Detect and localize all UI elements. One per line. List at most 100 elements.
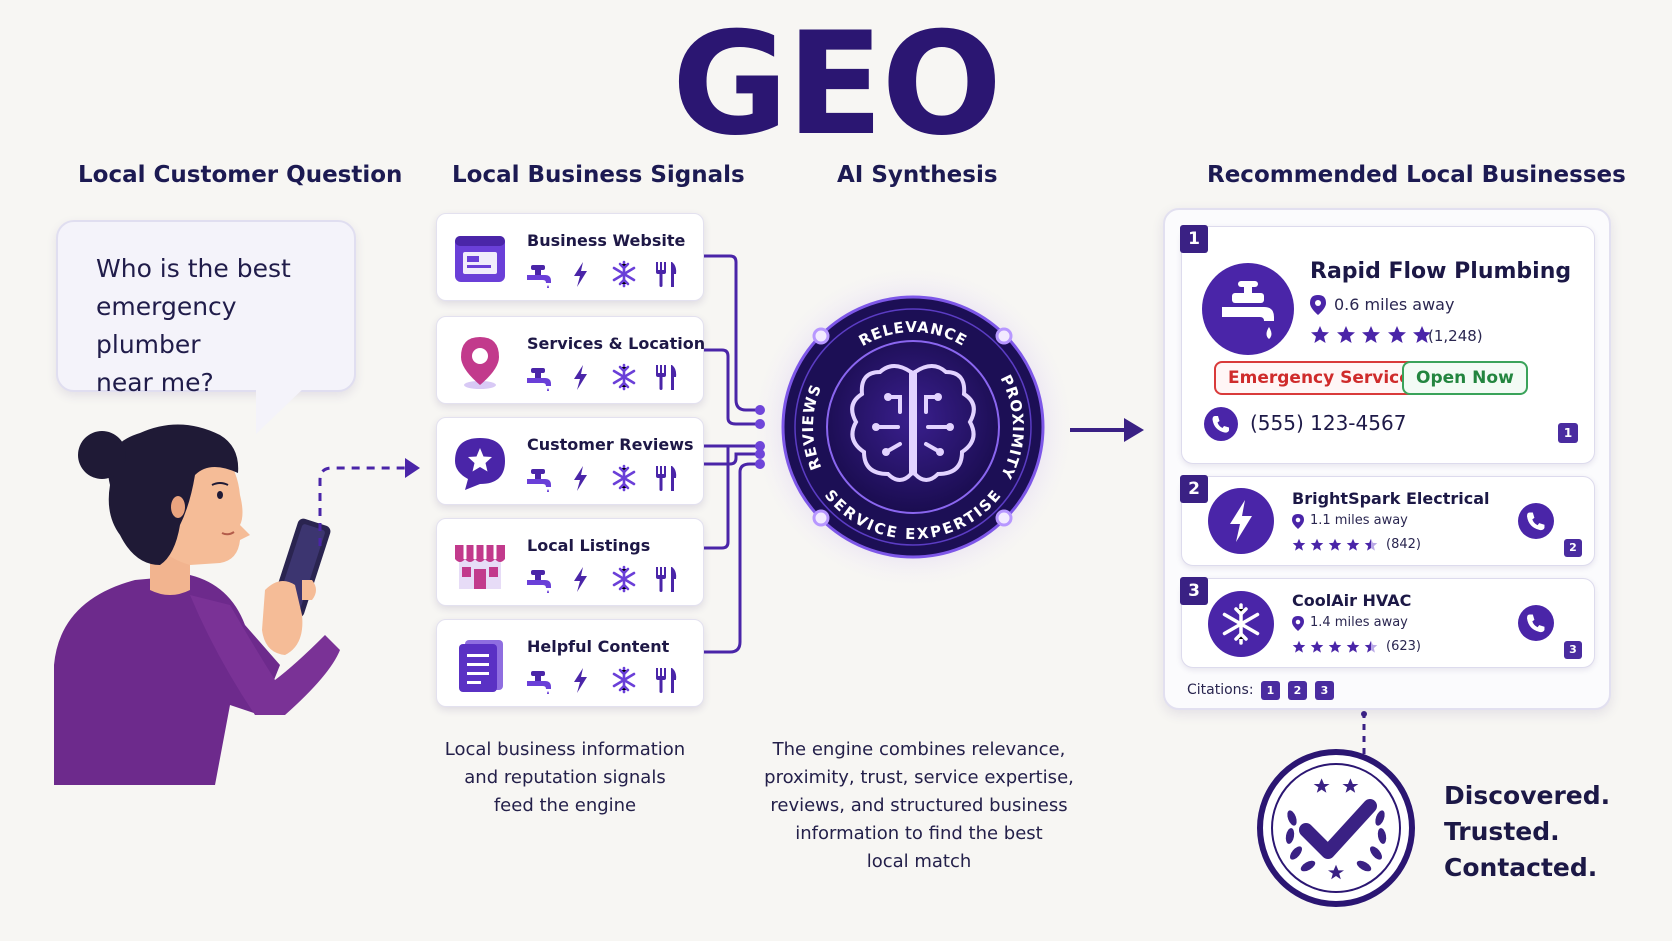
star-icon [1292,538,1306,551]
signals-caption-line-3: feed the engine [493,795,637,816]
synthesis-heading: AI Synthesis [837,162,998,188]
lightning-icon [1208,488,1274,554]
verified-check-badge-icon [1257,749,1415,907]
question-line-3: near me? [96,368,214,397]
question-to-signals-arrow [318,458,420,546]
faucet-icon [527,570,551,593]
citation-link-3[interactable]: 3 [1315,681,1334,700]
question-line-1: Who is the best [96,254,291,283]
signal-mini-icons [527,464,687,492]
phone-icon[interactable] [1204,407,1238,441]
faucet-icon [527,368,551,391]
signal-mini-icons [527,363,687,391]
fork-knife-icon [656,365,677,390]
signal-mini-icons [527,260,687,288]
signal-card-local-listings[interactable]: Local Listings [436,518,704,606]
document-icon [459,640,503,692]
location-pin-icon [1292,616,1304,631]
question-line-2: emergency plumber [96,292,237,359]
star-icon [1413,326,1432,343]
location-pin-icon [1292,514,1304,529]
rank-badge: 3 [1180,577,1208,605]
signals-heading: Local Business Signals [452,162,745,188]
faucet-icon [527,671,551,694]
star-icon [1328,640,1342,653]
page-title: GEO [671,2,1002,167]
person-illustration [54,424,340,785]
tagline-line-2: Trusted. [1444,817,1560,846]
business-name[interactable]: Rapid Flow Plumbing [1310,259,1572,284]
lightning-icon [574,567,587,592]
engine-to-results-arrow [1070,418,1144,442]
snowflake-icon [612,363,636,391]
signal-mini-icons [527,565,687,593]
engine-caption-line-4: information to find the best [795,823,1043,844]
business-name[interactable]: BrightSpark Electrical [1292,489,1490,508]
engine-caption-line-1: The engine combines relevance, [772,739,1066,760]
fork-knife-icon [656,466,677,491]
lightning-icon [574,262,587,287]
snowflake-icon [612,666,636,694]
rating-stars [1292,639,1382,658]
phone-icon[interactable] [1518,605,1554,641]
signals-caption: Local business information and reputatio… [420,736,710,820]
snowflake-icon [612,260,636,288]
result-card-3[interactable]: 3 CoolAir HVAC 1.4 miles away (623) 3 [1180,577,1595,668]
signal-label: Business Website [527,231,686,250]
review-count: (1,248) [1428,327,1483,345]
tagline-line-1: Discovered. [1444,781,1611,810]
engine-caption: The engine combines relevance, proximity… [764,736,1074,876]
snowflake-icon [1208,591,1274,657]
star-icon [1311,326,1329,343]
question-bubble: Who is the best emergency plumber near m… [56,220,356,397]
storefront-icon [455,545,505,589]
citation-badge[interactable]: 2 [1564,539,1582,557]
rank-badge: 2 [1180,475,1208,503]
signal-mini-icons [527,666,687,694]
star-icon [1292,640,1306,653]
lightning-icon [574,668,587,693]
signal-card-services-location[interactable]: Services & Location [436,316,706,404]
citation-link-2[interactable]: 2 [1288,681,1307,700]
signals-caption-line-2: and reputation signals [464,767,666,788]
star-icon [1364,640,1377,653]
engine-caption-line-3: reviews, and structured business [770,795,1068,816]
question-text: Who is the best emergency plumber near m… [96,250,346,402]
results-to-badge-connector [1361,711,1367,754]
tagline-line-3: Contacted. [1444,853,1598,882]
browser-window-icon [455,236,505,282]
review-count: (623) [1386,639,1421,654]
signal-label: Customer Reviews [527,435,694,454]
engine-caption-line-2: proximity, trust, service expertise, [764,767,1074,788]
star-icon [1328,538,1342,551]
star-icon [1387,326,1406,343]
phone-number[interactable]: (555) 123-4567 [1250,411,1407,435]
fork-knife-icon [656,668,677,693]
citation-link-1[interactable]: 1 [1261,681,1280,700]
signal-card-customer-reviews[interactable]: Customer Reviews [436,417,704,505]
faucet-icon [527,469,551,492]
business-name[interactable]: CoolAir HVAC [1292,591,1412,610]
signal-card-helpful-content[interactable]: Helpful Content [436,619,704,707]
business-distance: 1.1 miles away [1310,513,1408,528]
signal-label: Services & Location [527,334,706,353]
emergency-service-tag: Emergency Service [1214,361,1425,395]
engine-caption-line-5: local match [866,851,972,872]
signal-card-business-website[interactable]: Business Website [436,213,704,301]
signals-caption-line-1: Local business information [444,739,686,760]
ai-engine: RELEVANCE PROXIMITY REVIEWS SERVICE EXPE… [748,262,1078,592]
map-pin-icon [461,337,499,389]
rank-badge: 1 [1180,225,1208,253]
citation-badge[interactable]: 3 [1564,641,1582,659]
rating-stars [1292,537,1382,556]
fork-knife-icon [656,262,677,287]
phone-icon[interactable] [1518,503,1554,539]
star-chat-icon [455,438,505,490]
business-distance: 1.4 miles away [1310,615,1408,630]
fork-knife-icon [656,567,677,592]
star-icon [1362,326,1381,343]
business-distance: 0.6 miles away [1334,295,1455,314]
result-card-1[interactable]: 1 Rapid Flow Plumbing 0.6 miles away (1,… [1180,225,1595,464]
citation-badge[interactable]: 1 [1558,423,1578,443]
result-card-2[interactable]: 2 BrightSpark Electrical 1.1 miles away … [1180,475,1595,566]
